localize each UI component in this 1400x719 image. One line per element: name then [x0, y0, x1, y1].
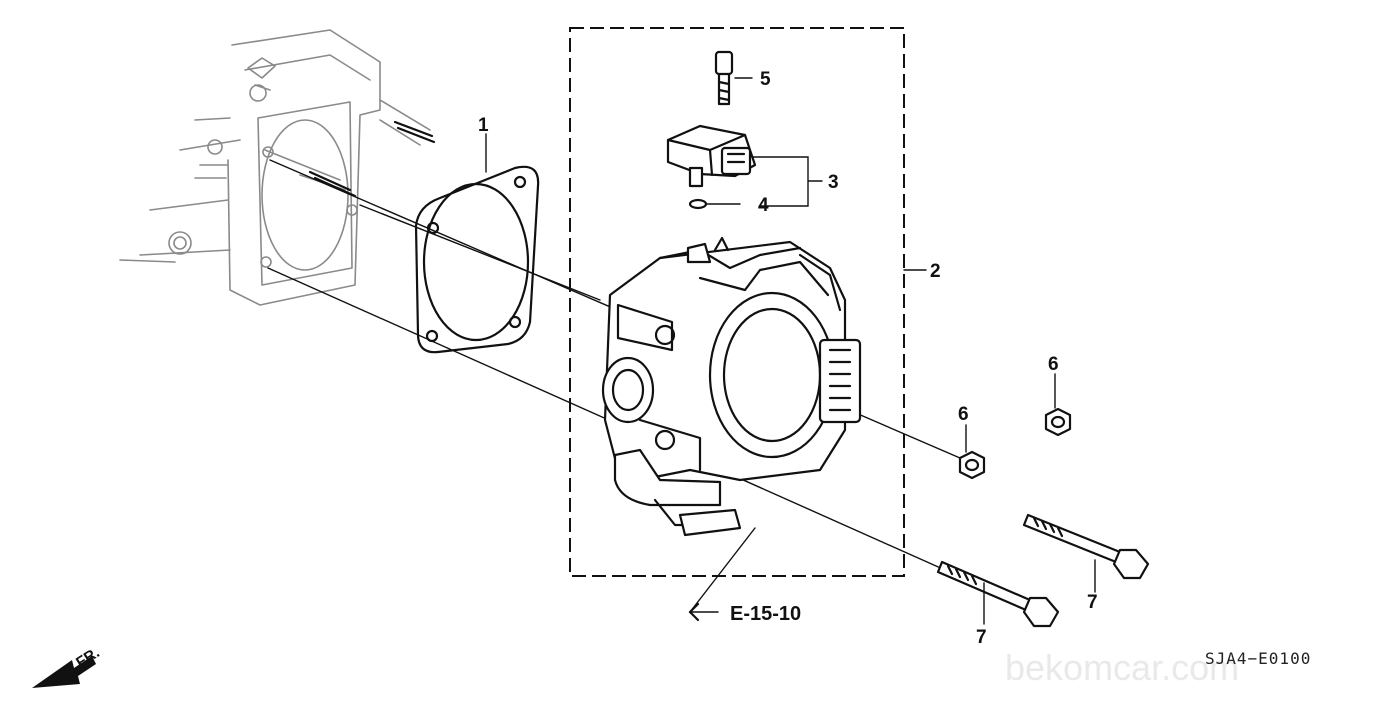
flange-bolt [1022, 513, 1150, 580]
callout-7a: 7 [976, 627, 987, 648]
callout-4: 4 [758, 195, 769, 216]
flange-nut [958, 450, 986, 480]
callout-6b: 6 [1048, 354, 1059, 375]
diagram-code: SJA4−E0100 [1205, 649, 1311, 668]
sensor-screw [714, 50, 734, 106]
watermark: bekomcar.com [1005, 647, 1239, 688]
callout-6a: 6 [958, 404, 969, 425]
callout-5: 5 [760, 69, 771, 90]
section-reference: E-15-10 [730, 603, 801, 625]
gasket [414, 165, 540, 354]
callout-2: 2 [930, 261, 941, 282]
intake-manifold [119, 29, 431, 306]
throttle-body [601, 236, 862, 537]
flange-bolt [936, 560, 1060, 628]
flange-nut [1044, 407, 1072, 437]
callout-7b: 7 [1087, 592, 1098, 613]
manifold-studs [308, 120, 436, 198]
callout-1: 1 [478, 115, 489, 136]
callout-leaders [485, 77, 1096, 625]
map-sensor [666, 124, 757, 188]
assembly-frame [569, 27, 905, 577]
o-ring [688, 198, 708, 210]
front-direction-arrow: FR. [32, 644, 103, 688]
callout-3: 3 [828, 172, 839, 193]
